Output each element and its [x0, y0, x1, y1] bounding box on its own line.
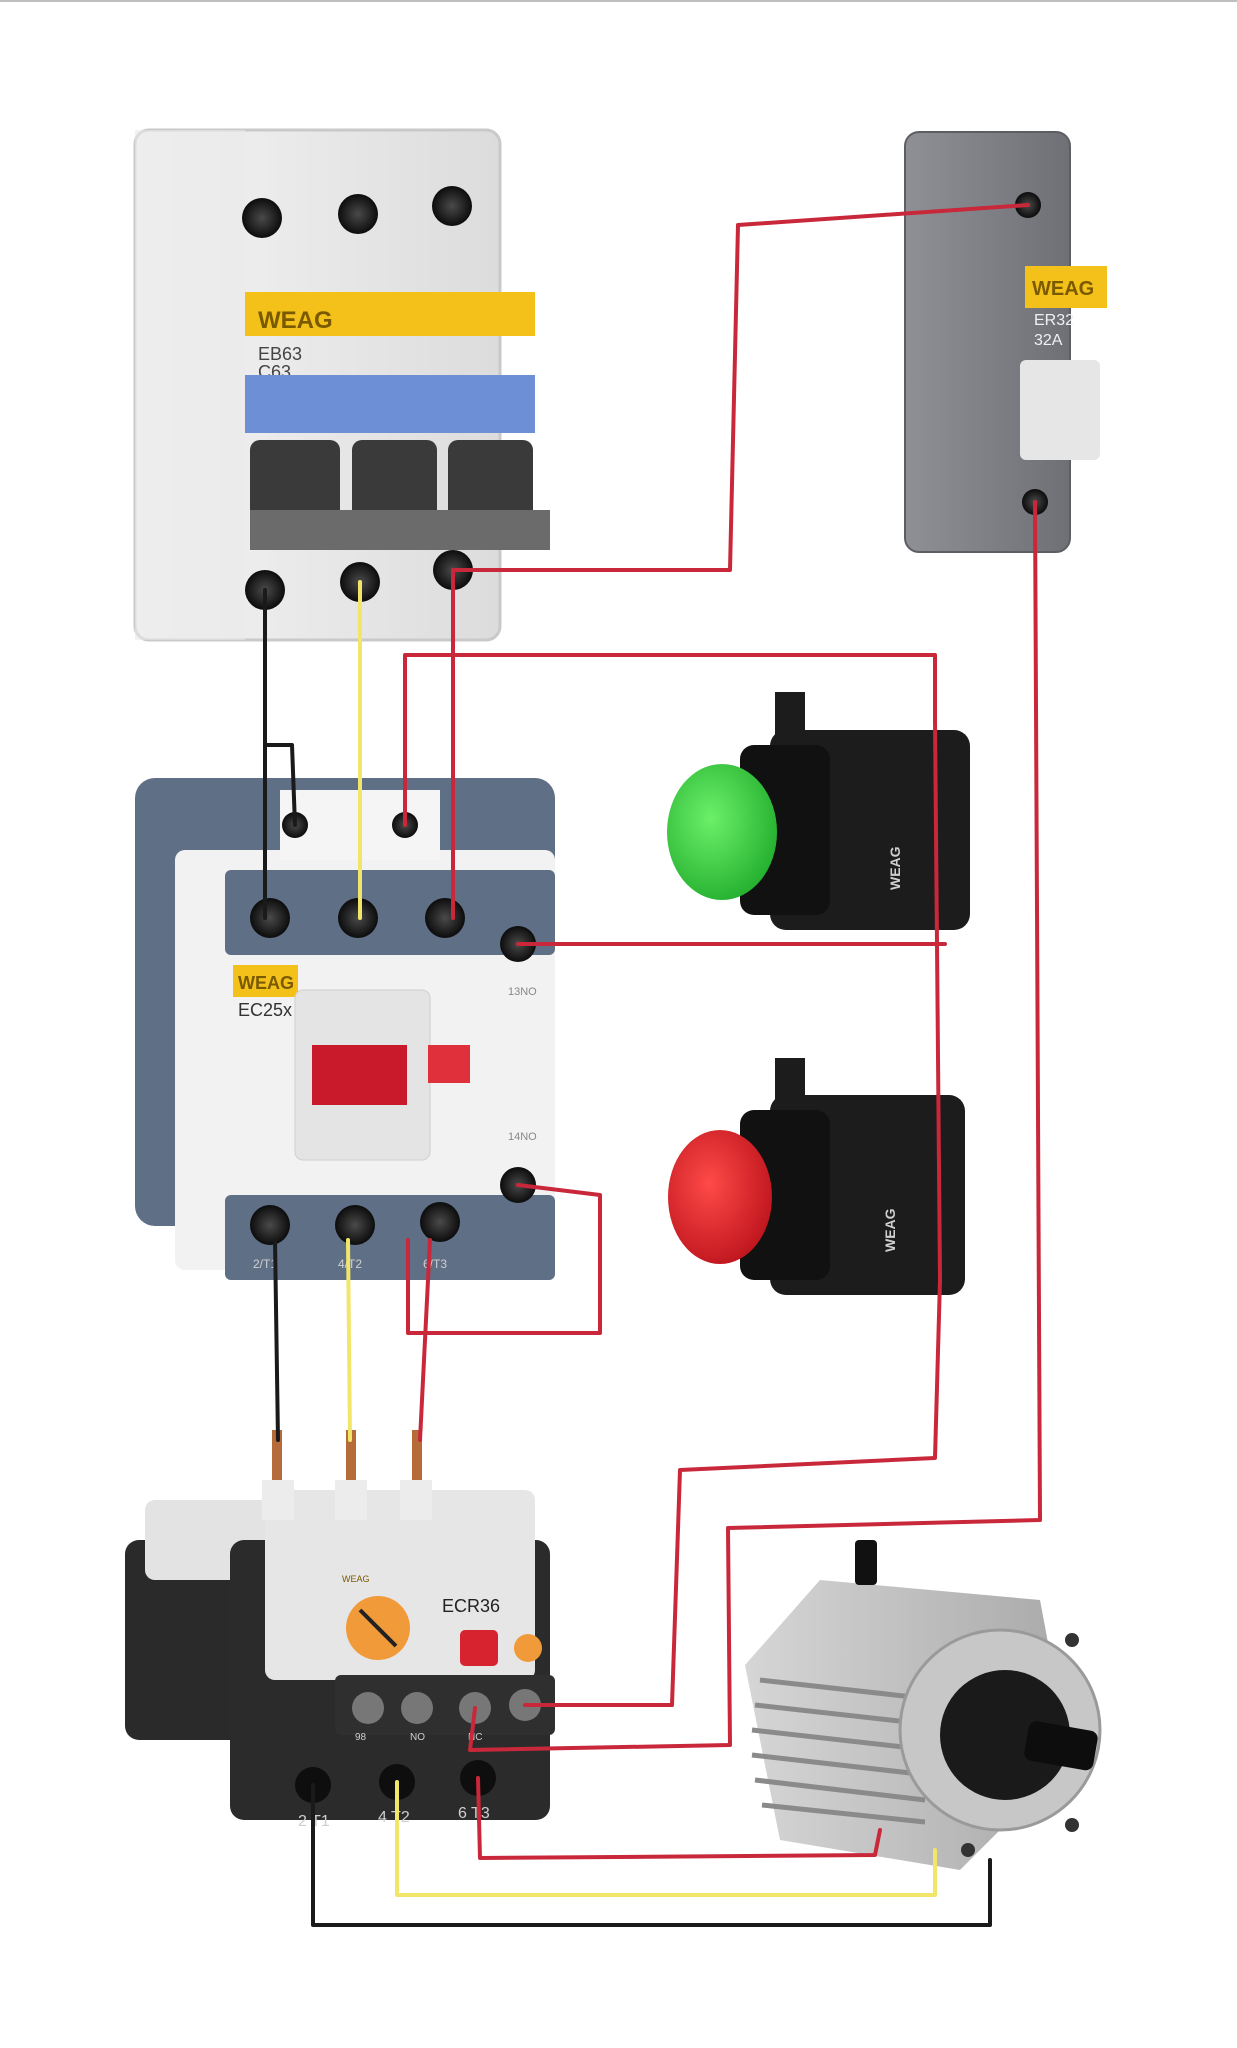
fuse-holder: WEAG ER32 32A: [904, 131, 1107, 553]
contactor-actuator: [312, 1045, 407, 1105]
fuse-rating: 32A: [1034, 332, 1063, 349]
stop-pushbutton: WEAG: [668, 1058, 965, 1295]
breaker-brand: WEAG: [258, 307, 333, 334]
fuse-label-band: [1025, 266, 1107, 308]
relay-pin-3: [412, 1430, 422, 1480]
relay-aux-label-1: 98: [355, 1732, 367, 1743]
wire-red-control-loop: [403, 653, 942, 1707]
contactor-terminal-t1: [250, 1205, 290, 1245]
relay-reset-button: [514, 1634, 542, 1662]
wire-red-aux-bypass: [406, 1183, 602, 1335]
relay-test-button: [460, 1630, 498, 1666]
fuse-model: ER32: [1034, 312, 1074, 329]
wire-black-coil-feed: [263, 743, 297, 827]
stop-button-cap: [668, 1130, 772, 1264]
relay-terminal-label-3: 6 T3: [458, 1805, 490, 1822]
contactor-aux-top-label: 13NO: [508, 986, 537, 998]
start-button-cap: [667, 764, 777, 900]
relay-pin-1: [272, 1430, 282, 1480]
breaker-toggle-2: [352, 440, 437, 530]
breaker-toggle-3: [448, 440, 533, 530]
breaker-toggle-1: [250, 440, 340, 530]
overload-relay: ECR36 WEAG 98 NO NC 2 T1 4 T2 6 T3: [125, 1430, 555, 1830]
wire-black-relay-motor: [311, 1783, 992, 1927]
breaker-terminal-top-3: [432, 186, 472, 226]
relay-aux-label-3: NC: [468, 1732, 482, 1743]
contactor-indicator: [428, 1045, 470, 1083]
stop-button-brand: WEAG: [882, 1208, 898, 1252]
wires: [263, 203, 1042, 1927]
contactor: WEAG EC25x 13NO 14NO 2/T1 4/T2 6/T3: [135, 778, 555, 1280]
fuse-brand: WEAG: [1032, 278, 1094, 300]
wire-red-breaker-fuse: [451, 203, 1030, 572]
breaker-terminal-top-2: [338, 194, 378, 234]
contactor-terminal-l3: [425, 898, 465, 938]
contactor-model: EC25x: [238, 1000, 292, 1020]
relay-aux-1: [352, 1692, 384, 1724]
contactor-bottom-label-1: 2/T1: [253, 1257, 277, 1271]
wire-red-contactor-relay: [418, 1238, 432, 1442]
breaker-terminal-top-1: [242, 198, 282, 238]
relay-pin-2: [346, 1430, 356, 1480]
contactor-aux-bottom-label: 14NO: [508, 1131, 537, 1143]
motor-cable-gland: [855, 1540, 877, 1585]
contactor-terminal-t3: [420, 1202, 460, 1242]
relay-model: ECR36: [442, 1596, 500, 1616]
wire-black-contactor-relay: [273, 1238, 280, 1442]
wire-yellow-contactor-relay: [346, 1238, 352, 1442]
contactor-brand: WEAG: [238, 973, 294, 993]
relay-aux-label-2: NO: [410, 1732, 425, 1743]
relay-aux-2: [401, 1692, 433, 1724]
wire-red-relay-motor: [476, 1776, 882, 1860]
relay-terminal-label-2: 4 T2: [378, 1809, 410, 1826]
contactor-terminal-l1: [250, 898, 290, 938]
breaker-label-band: [245, 292, 535, 336]
motor-shaft: [1024, 1721, 1098, 1771]
breaker-blue-band: [245, 375, 535, 433]
wire-red-fuse-relay: [468, 500, 1042, 1752]
relay-brand: WEAG: [342, 1574, 370, 1584]
wire-yellow-relay-motor: [395, 1780, 937, 1897]
start-pushbutton: WEAG: [667, 692, 970, 930]
start-button-brand: WEAG: [887, 846, 903, 890]
electric-motor: [745, 1540, 1102, 1870]
contactor-terminal-t2: [335, 1205, 375, 1245]
circuit-breaker: WEAG EB63 C63: [133, 128, 550, 642]
breaker-model: EB63: [258, 344, 302, 364]
fuse-cartridge: [1020, 360, 1100, 460]
motor-flange: [940, 1670, 1070, 1800]
